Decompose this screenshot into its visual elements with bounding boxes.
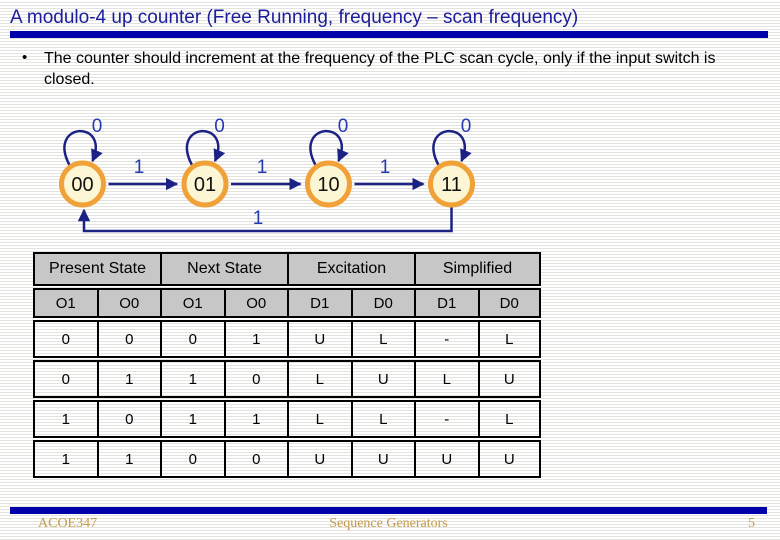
table-cell: 1	[96, 360, 160, 398]
state-circle-11	[428, 160, 475, 208]
table-cell: U	[287, 320, 351, 358]
table-cell: U	[477, 440, 541, 478]
self-loop-00	[63, 129, 103, 166]
table-cell: 0	[33, 360, 97, 398]
table-row: 0 0 0 1 U L - L	[33, 320, 541, 358]
table-column-header-row: O1 O0 O1 O0 D1 D0 D1 D0	[33, 288, 541, 318]
self-loop-11	[432, 129, 472, 166]
edge-wrap-label: 1	[253, 208, 264, 229]
page-title: A modulo-4 up counter (Free Running, fre…	[10, 7, 579, 28]
footer-course-code: ACOE347	[38, 516, 98, 531]
footer: ACOE347 Sequence Generators 5	[10, 516, 767, 532]
self-loop-label-11: 0	[461, 116, 472, 137]
table-group-header-row: Present State Next State Excitation Simp…	[33, 252, 541, 286]
state-label-01: 01	[194, 174, 216, 196]
table-cell: 1	[223, 320, 287, 358]
table-cell: L	[477, 400, 541, 438]
column-header: O0	[96, 288, 160, 318]
self-loop-label-00: 0	[92, 116, 103, 137]
table-row: 1 0 1 1 L L - L	[33, 400, 541, 438]
edge-label-10-11: 1	[380, 157, 391, 178]
table-cell: 0	[160, 320, 224, 358]
table-cell: U	[350, 440, 414, 478]
bullet-text: The counter should increment at the freq…	[44, 50, 716, 88]
table-cell: 0	[96, 320, 160, 358]
state-circle-10	[305, 160, 352, 208]
footer-page-number: 5	[747, 516, 755, 531]
table-cell: U	[287, 440, 351, 478]
state-table: Present State Next State Excitation Simp…	[33, 252, 541, 478]
column-header: O1	[160, 288, 224, 318]
table-cell: U	[414, 440, 478, 478]
table-cell: L	[287, 400, 351, 438]
table-cell: 0	[33, 320, 97, 358]
state-label-11: 11	[441, 174, 462, 196]
column-header: D0	[350, 288, 414, 318]
group-header-next-state: Next State	[160, 252, 287, 286]
self-loop-label-01: 0	[214, 116, 225, 137]
table-cell: U	[350, 360, 414, 398]
state-circle-01	[181, 160, 229, 208]
table-cell: 1	[160, 400, 224, 438]
title-divider	[10, 31, 768, 38]
table-cell: 0	[96, 400, 160, 438]
table-cell: 1	[96, 440, 160, 478]
edge-wrap-11-to-00	[77, 207, 453, 233]
edge-label-01-10: 1	[257, 157, 268, 178]
self-loop-01	[185, 129, 226, 166]
table-cell: 1	[223, 400, 287, 438]
self-loop-10	[309, 129, 349, 166]
state-label-00: 00	[71, 174, 93, 196]
column-header: D0	[477, 288, 541, 318]
table-cell: L	[350, 400, 414, 438]
state-label-10: 10	[317, 174, 339, 196]
table-cell: 1	[33, 440, 97, 478]
table-cell: 1	[33, 400, 97, 438]
column-header: O0	[223, 288, 287, 318]
table-cell: L	[287, 360, 351, 398]
table-cell: U	[477, 360, 541, 398]
table-cell: -	[414, 400, 478, 438]
group-header-simplified: Simplified	[414, 252, 541, 286]
state-diagram: 1 0 0 0 0 1 1 1 00 01 10 11	[59, 116, 475, 233]
state-circle-00	[59, 160, 106, 208]
table-cell: 1	[160, 360, 224, 398]
edge-label-00-01: 1	[134, 157, 145, 178]
table-cell: 0	[223, 360, 287, 398]
table-row: 0 1 1 0 L U L U	[33, 360, 541, 398]
footer-section-title: Sequence Generators	[329, 516, 448, 531]
table-cell: 0	[160, 440, 224, 478]
table-cell: 0	[223, 440, 287, 478]
column-header: O1	[33, 288, 97, 318]
table-cell: L	[477, 320, 541, 358]
column-header: D1	[287, 288, 351, 318]
group-header-present-state: Present State	[33, 252, 160, 286]
group-header-excitation: Excitation	[287, 252, 414, 286]
footer-divider	[10, 507, 767, 514]
self-loop-label-10: 0	[338, 116, 349, 137]
column-header: D1	[414, 288, 478, 318]
table-cell: L	[350, 320, 414, 358]
table-cell: L	[414, 360, 478, 398]
table-row: 1 1 0 0 U U U U	[33, 440, 541, 478]
bullet-marker: •	[22, 49, 28, 66]
table-cell: -	[414, 320, 478, 358]
